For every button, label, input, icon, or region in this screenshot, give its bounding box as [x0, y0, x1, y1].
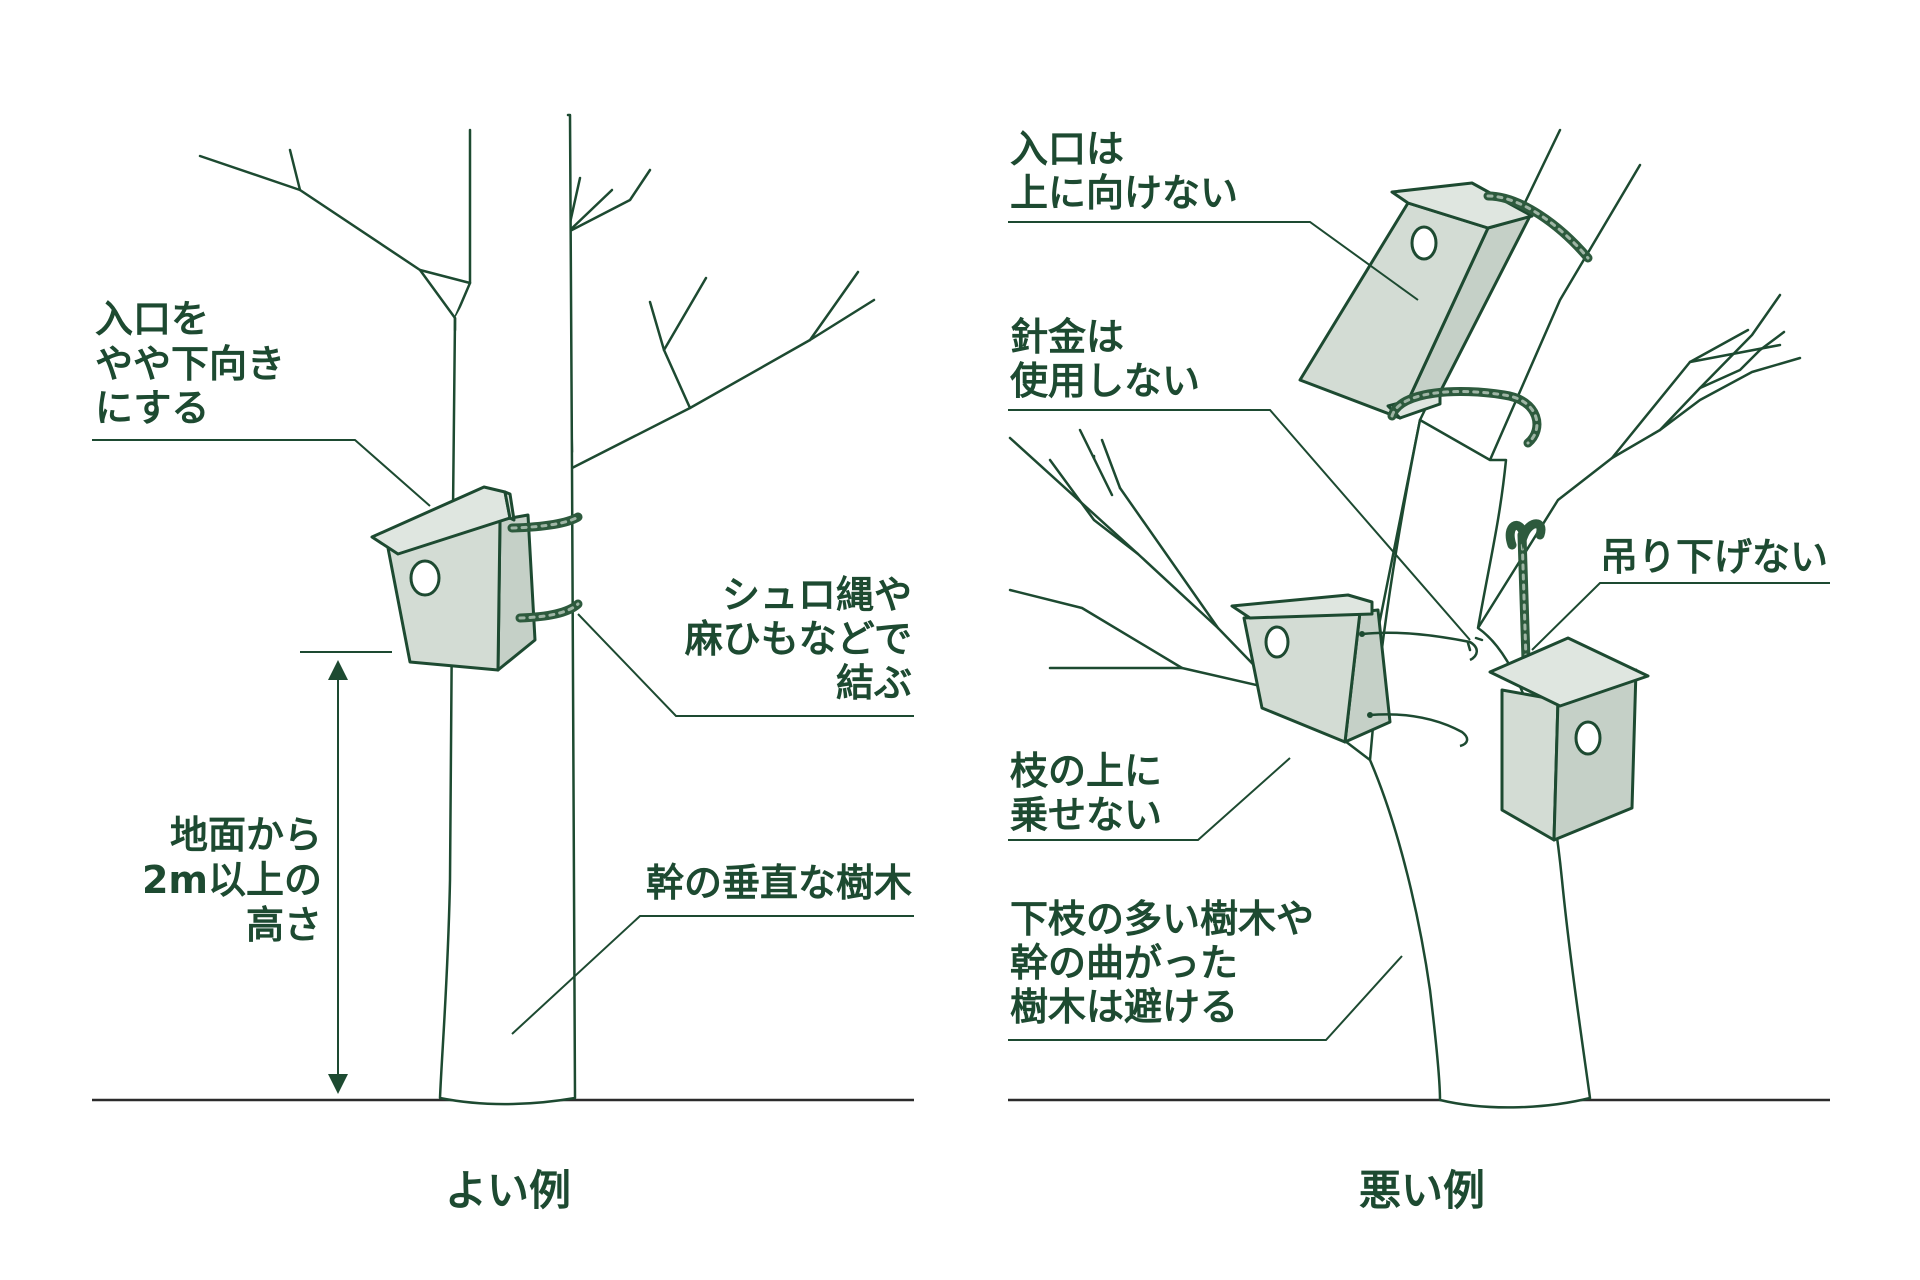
caption-good-example: よい例 — [445, 1166, 571, 1215]
label-crooked-line3: 樹木は避ける — [1010, 985, 1238, 1029]
birdhouse-icon — [1488, 519, 1650, 842]
label-height-line1: 地面から — [170, 813, 322, 857]
label-crooked-line1: 下枝の多い樹木や — [1010, 897, 1314, 941]
label-entrance-line3: にする — [95, 386, 209, 430]
label-entrance-line2: やや下向き — [95, 342, 285, 386]
double-arrow-icon — [300, 651, 392, 1094]
wire-icon — [1361, 631, 1478, 748]
birdhouse-icon — [1298, 181, 1534, 420]
label-entrance-line1: 入口を — [95, 297, 209, 341]
label-tie-line2: 麻ひもなどで — [685, 617, 912, 661]
label-vertical-trunk: 幹の垂直な樹木 — [646, 861, 912, 905]
bad-example-panel: 入口は 上に向けない 針金は 使用しない 吊り下げない 枝の上に 乗せない 下枝… — [1008, 127, 1830, 1215]
leader-hanging — [1531, 582, 1830, 651]
label-hanging: 吊り下げない — [1600, 535, 1828, 579]
caption-bad-example: 悪い例 — [1359, 1166, 1485, 1215]
good-example-panel: 入口を やや下向き にする シュロ縄や 麻ひもなどで 結ぶ 地面から 2m以上の… — [92, 113, 914, 1215]
birdhouse-icon — [370, 485, 537, 672]
leader-tie — [577, 613, 914, 717]
label-upward-line1: 入口は — [1010, 127, 1124, 171]
leader-entrance — [92, 439, 431, 507]
label-branch-line1: 枝の上に — [1010, 749, 1162, 793]
label-height-line3: 高さ — [246, 903, 322, 947]
rope-icon — [1387, 191, 1593, 448]
label-height-line2: 2m以上の — [142, 858, 322, 902]
label-wire-line1: 針金は — [1010, 315, 1124, 359]
leader-branch — [1008, 757, 1291, 841]
bad-tree-trunk — [1368, 418, 1592, 1109]
label-tie-line1: シュロ縄や — [722, 573, 912, 617]
leader-crooked — [1008, 955, 1403, 1041]
leader-wire — [1008, 409, 1471, 641]
leader-upward — [1008, 221, 1419, 301]
label-tie-line3: 結ぶ — [836, 661, 912, 705]
label-branch-line2: 乗せない — [1010, 793, 1162, 837]
leader-vertical-trunk — [511, 915, 914, 1035]
label-wire-line2: 使用しない — [1010, 359, 1200, 403]
rope-icon — [507, 512, 583, 623]
tree-icon — [1008, 128, 1802, 1109]
birdhouse-icon — [1230, 593, 1392, 744]
label-crooked-line2: 幹の曲がった — [1010, 941, 1238, 985]
label-upward-line2: 上に向けない — [1010, 171, 1238, 215]
